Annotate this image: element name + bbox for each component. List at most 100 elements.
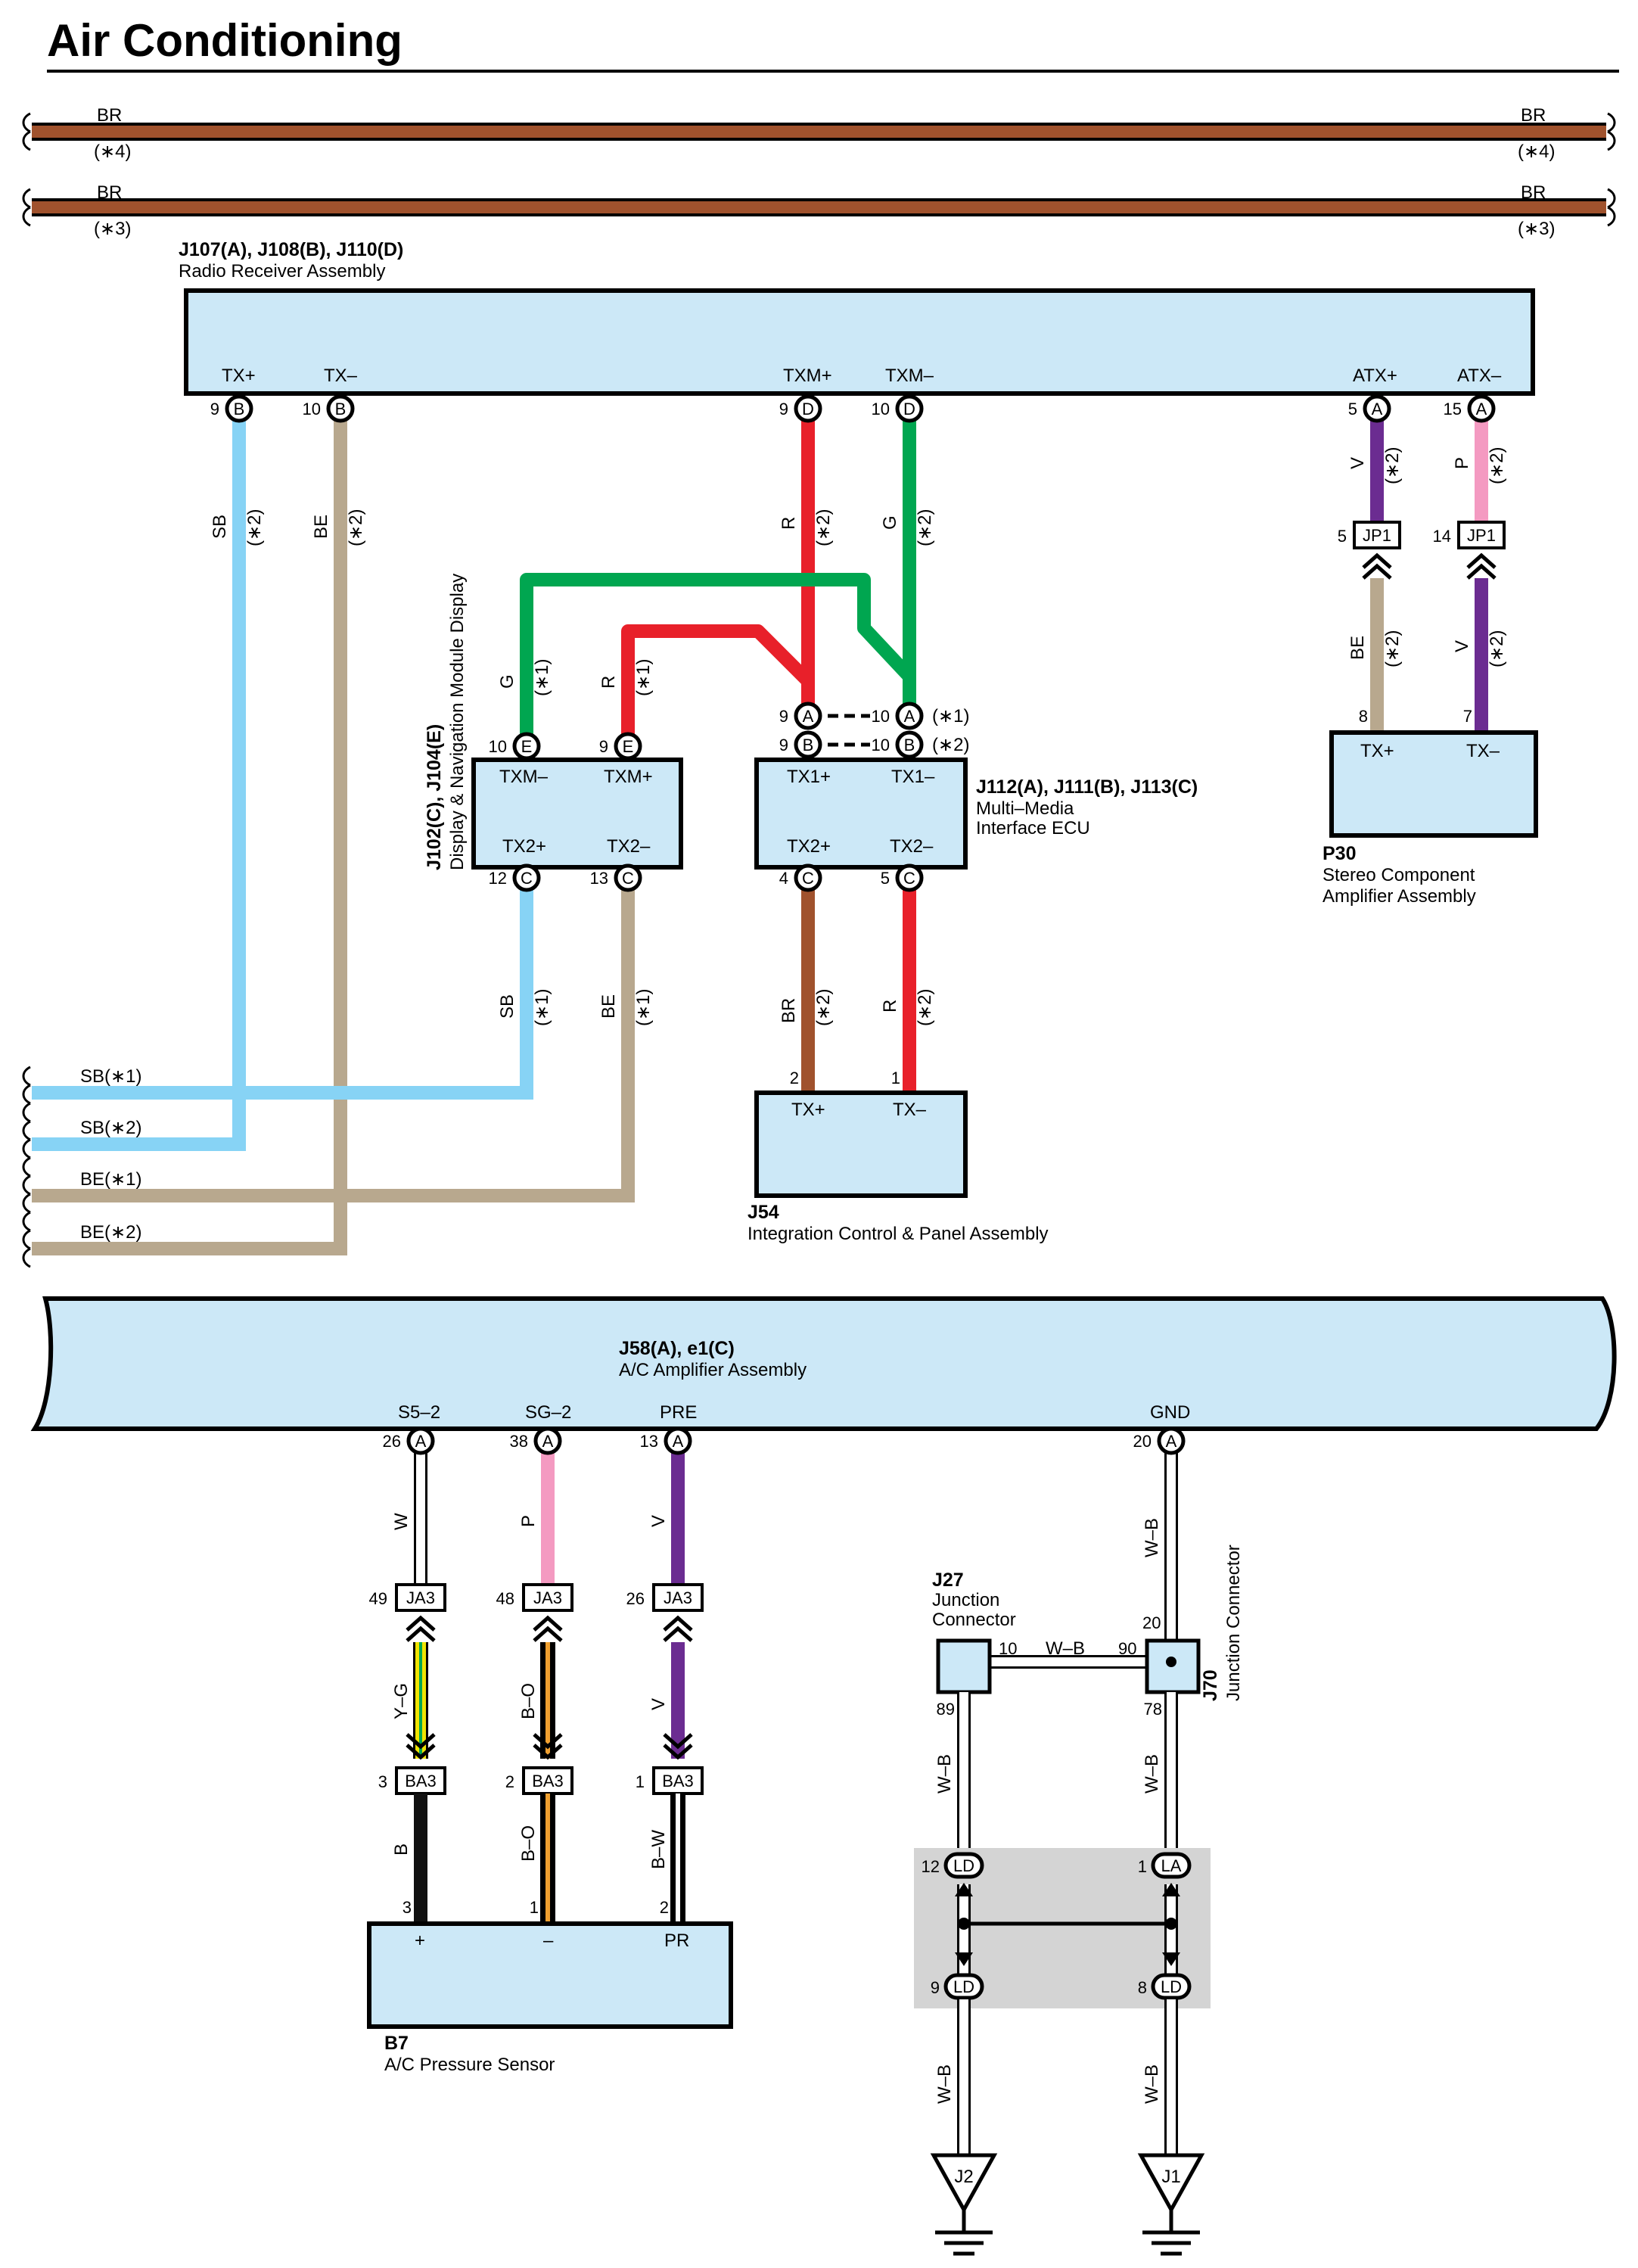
ja3-connector: JA3 49 [369,1583,446,1642]
wire-label: R [880,1000,900,1013]
svg-text:BA3: BA3 [532,1772,564,1790]
wire-label: G [880,515,900,530]
wire-label-note: (∗1) [633,659,654,696]
ac-amp-box [30,1296,1617,1431]
wire-label-note: (∗1) [532,659,552,696]
svg-text:A: A [904,707,915,726]
j27-name: Connector [932,1610,1016,1630]
radio-pin-txm-minus: D 10 [872,394,924,423]
wire-label-note: (∗2) [1487,447,1507,484]
svg-text:B: B [234,400,245,418]
wire-label-note: (∗2) [1382,630,1403,667]
svg-text:JA3: JA3 [533,1588,562,1607]
wire-label-note: (∗2) [915,989,935,1026]
svg-text:4: 4 [779,869,788,888]
left-wire-label: BE(∗2) [80,1222,141,1243]
wire-sb-display [32,878,533,1100]
ba3-connector: BA3 3 [378,1766,446,1795]
stereo-amp-box [1329,730,1538,838]
mmi-name: Multi–Media [976,798,1074,819]
mmi-name: Interface ECU [976,818,1090,838]
svg-text:LD: LD [953,1856,974,1875]
j27-pin-num: 10 [999,1639,1017,1658]
ac-amp-code: J58(A), e1(C) [619,1338,735,1359]
svg-text:9: 9 [210,400,219,418]
wire-label-note: (∗2) [244,509,265,546]
display-pin-label: TX2– [607,836,651,857]
wire-label: BE [311,515,331,539]
ground-j2: J2 [930,2153,998,2256]
ac-amp-pin-sg-2: A 38 [510,1426,562,1455]
ac-amp-name: A/C Amplifier Assembly [619,1360,807,1380]
svg-text:C: C [903,869,915,888]
wire-label: BE [1347,636,1368,660]
svg-text:9: 9 [931,1978,940,1997]
mmi-pin-label: TX1– [891,767,935,787]
mmi-alt-note: (∗1) [932,706,969,726]
mmi-pin-tx1-minus-a: A 10 [872,702,924,730]
mmi-pin-tx1-plus-a: A 9 [779,702,822,730]
radio-name: Radio Receiver Assembly [179,261,385,282]
display-pin-label: TXM– [499,767,549,787]
svg-text:A: A [1372,400,1383,418]
svg-text:10: 10 [872,400,890,418]
mmi-pin-tx2-minus: C 5 [881,863,924,892]
j27-pin-num: 89 [937,1700,955,1719]
wire-label: P [518,1515,539,1527]
wire-label-note: (∗2) [813,989,834,1026]
mmi-pin-tx2-plus: C 4 [779,863,822,892]
sensor-code: B7 [384,2033,409,2054]
svg-text:5: 5 [881,869,890,888]
integration-pin-num: 1 [891,1069,900,1087]
wire-label-note: (∗1) [633,989,654,1026]
j70-code: J70 [1200,1669,1221,1701]
display-pin-label: TXM+ [604,767,653,787]
svg-text:3: 3 [378,1772,387,1791]
svg-text:B: B [904,736,915,754]
mmi-pin-label: TX2– [890,836,934,857]
ba3-connector: BA3 2 [505,1766,573,1795]
svg-text:B: B [335,400,347,418]
display-name: Display & Navigation Module Display [447,574,468,870]
splice-pin-br: LD 8 [1138,1973,1192,2000]
svg-text:C: C [802,869,814,888]
svg-text:C: C [622,869,634,888]
radio-pin-tx-minus: B 10 [303,394,355,423]
svg-text:C: C [521,869,533,888]
svg-text:8: 8 [1138,1978,1147,1997]
mmi-pin-tx1-plus-b: B 9 [779,730,822,759]
radio-pin-label: TX+ [222,366,256,386]
mmi-pin-label: TX1+ [787,767,831,787]
svg-text:1: 1 [636,1772,645,1791]
svg-text:5: 5 [1348,400,1357,418]
svg-text:38: 38 [510,1432,528,1451]
top-wire-note-right: (∗3) [1518,219,1555,239]
sensor-pin-label: PR [664,1930,689,1951]
ja3-connector: JA3 48 [496,1583,573,1642]
left-wire-label: SB(∗1) [80,1066,141,1087]
wire-label-note: (∗2) [813,509,834,546]
splice-pin-tl: LD 12 [922,1852,984,1879]
radio-pin-label: ATX– [1457,366,1502,386]
top-wire-note-left: (∗4) [94,142,131,162]
svg-text:48: 48 [496,1589,514,1608]
wire-label: B [391,1843,412,1856]
top-wire-note-left: (∗3) [94,219,131,239]
wire-label-note: (∗2) [915,509,935,546]
display-pin-txm-minus: E 10 [489,732,541,761]
wire-r-display [621,624,815,757]
display-pin-tx2-minus: C 13 [590,863,642,892]
amp-pin-label: TX+ [1360,741,1394,761]
svg-text:A: A [542,1432,554,1451]
sensor-pin-num: 3 [403,1898,412,1917]
top-wire-br-4: BR (∗4) BR (∗4) [22,105,1616,162]
j27-connector-box [936,1638,992,1694]
svg-text:10: 10 [303,400,321,418]
j70-pin-num: 78 [1144,1700,1162,1719]
wire-label: B–O [518,1683,539,1719]
svg-text:26: 26 [383,1432,401,1451]
svg-text:20: 20 [1133,1432,1152,1451]
wire-sb-radio [32,409,246,1151]
amp-name: Amplifier Assembly [1323,886,1476,907]
wire-label: W–B [934,1754,955,1794]
